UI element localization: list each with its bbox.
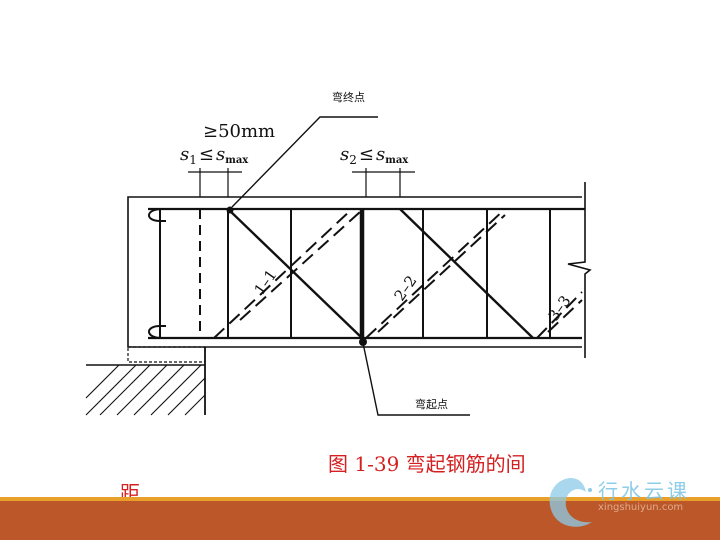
bend-end-label: 弯终点 — [332, 90, 365, 104]
bend-start-leader — [362, 342, 470, 416]
section-line-1 — [239, 211, 361, 321]
wall-hatching — [85, 364, 206, 416]
logo-url: xingshuiyun.com — [598, 502, 684, 513]
section-line-1 — [213, 208, 353, 339]
rebar-spacing-diagram: 弯终点 弯起点 ≥50mm s1≤smax s2≤smax 1–1 2–2 3–… — [85, 90, 592, 416]
bent-bar — [227, 208, 363, 339]
section-line-2 — [377, 214, 506, 333]
min-distance-label: ≥50mm — [203, 121, 275, 142]
bend-start-label: 弯起点 — [415, 397, 448, 411]
logo-name: 行水云课 — [598, 479, 690, 503]
section-line-3 — [536, 291, 583, 339]
logo-wave-icon — [549, 478, 592, 527]
s2-label: s2≤smax — [340, 144, 409, 167]
bend-start-point — [359, 338, 367, 346]
section-2-label: 2–2 — [391, 272, 421, 304]
beam-outline — [127, 196, 582, 348]
section-line-3 — [547, 299, 583, 333]
footer-accent-line — [0, 497, 720, 501]
figure-caption: 图 1-39 弯起钢筋的间 — [328, 452, 526, 476]
footer-band — [0, 501, 720, 540]
s1-label: s1≤smax — [180, 144, 249, 167]
section-line-2 — [365, 208, 506, 339]
top-hook — [148, 208, 166, 222]
section-1-label: 1–1 — [251, 266, 281, 298]
bearing-pad — [127, 346, 206, 363]
bend-end-leader — [231, 116, 378, 208]
bottom-hook — [148, 325, 166, 339]
beam-break-line — [567, 182, 592, 358]
bent-bar — [399, 208, 534, 339]
bend-end-point — [226, 206, 234, 214]
